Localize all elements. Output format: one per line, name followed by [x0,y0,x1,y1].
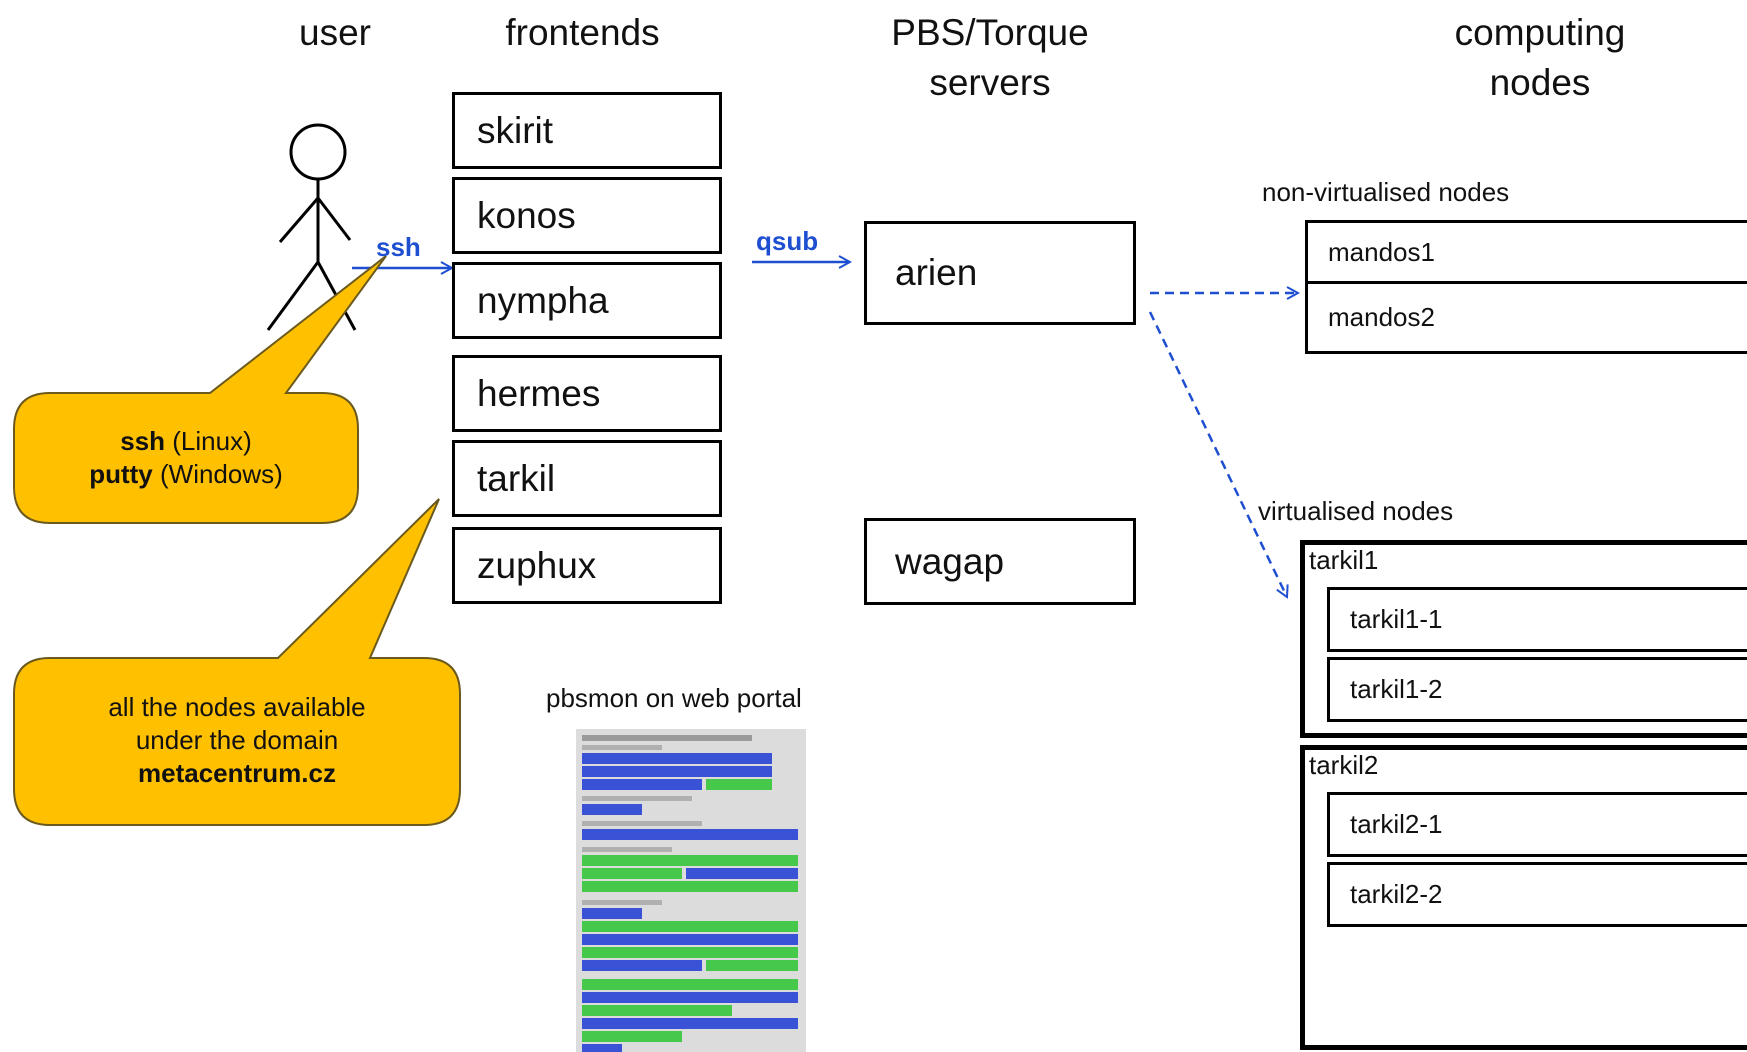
callout-1-text: ssh (Linux) putty (Windows) [14,425,358,491]
node-tarkil2-1: tarkil2-1 [1327,792,1747,857]
header-computing-line1: computing [1454,12,1626,53]
node-mandos2: mandos2 [1305,281,1747,354]
dashed-arrow-virt [1148,311,1287,597]
frontend-nympha: nympha [452,262,722,339]
callout-1-line2: putty (Windows) [89,459,283,489]
pbsmon-screenshot-thumbnail [576,729,806,1052]
virt-group-tarkil2: tarkil2 tarkil2-1 tarkil2-2 [1300,745,1747,1050]
nonvirt-title: non-virtualised nodes [1262,177,1510,207]
node-tarkil2-2: tarkil2-2 [1327,862,1747,927]
header-pbs-line2: servers [929,62,1051,103]
user-stick-figure [266,123,357,331]
virt-group-tarkil2-title: tarkil2 [1309,750,1379,780]
virt-title: virtualised nodes [1258,496,1454,526]
frontend-skirit: skirit [452,92,722,169]
frontend-konos: konos [452,177,722,254]
frontend-zuphux: zuphux [452,527,722,604]
callout-2-shape [13,498,461,826]
virt-group-tarkil1: tarkil1 tarkil1-1 tarkil1-2 [1300,540,1747,738]
callout-2-text: all the nodes available under the domain… [14,691,460,790]
callout-2-line1: all the nodes available [108,692,366,722]
node-tarkil1-1: tarkil1-1 [1327,587,1747,652]
callout-2-line3: metacentrum.cz [138,758,336,788]
frontend-hermes: hermes [452,355,722,432]
header-pbs-line1: PBS/Torque [891,12,1089,53]
header-computing-line2: nodes [1489,62,1591,103]
node-tarkil1-2: tarkil1-2 [1327,657,1747,722]
qsub-label: qsub [756,226,819,256]
server-arien: arien [864,221,1136,325]
callout-1-line1: ssh (Linux) [120,426,252,456]
ssh-label: ssh [376,232,421,262]
callout-1-shape [13,255,387,524]
header-user: user [299,12,371,53]
header-frontends: frontends [505,12,660,53]
frontend-tarkil: tarkil [452,440,722,517]
server-wagap: wagap [864,518,1136,605]
virt-group-tarkil1-title: tarkil1 [1309,545,1379,575]
callout-2-line2: under the domain [135,725,339,755]
node-mandos1: mandos1 [1305,220,1747,284]
pbsmon-label: pbsmon on web portal [546,683,802,713]
